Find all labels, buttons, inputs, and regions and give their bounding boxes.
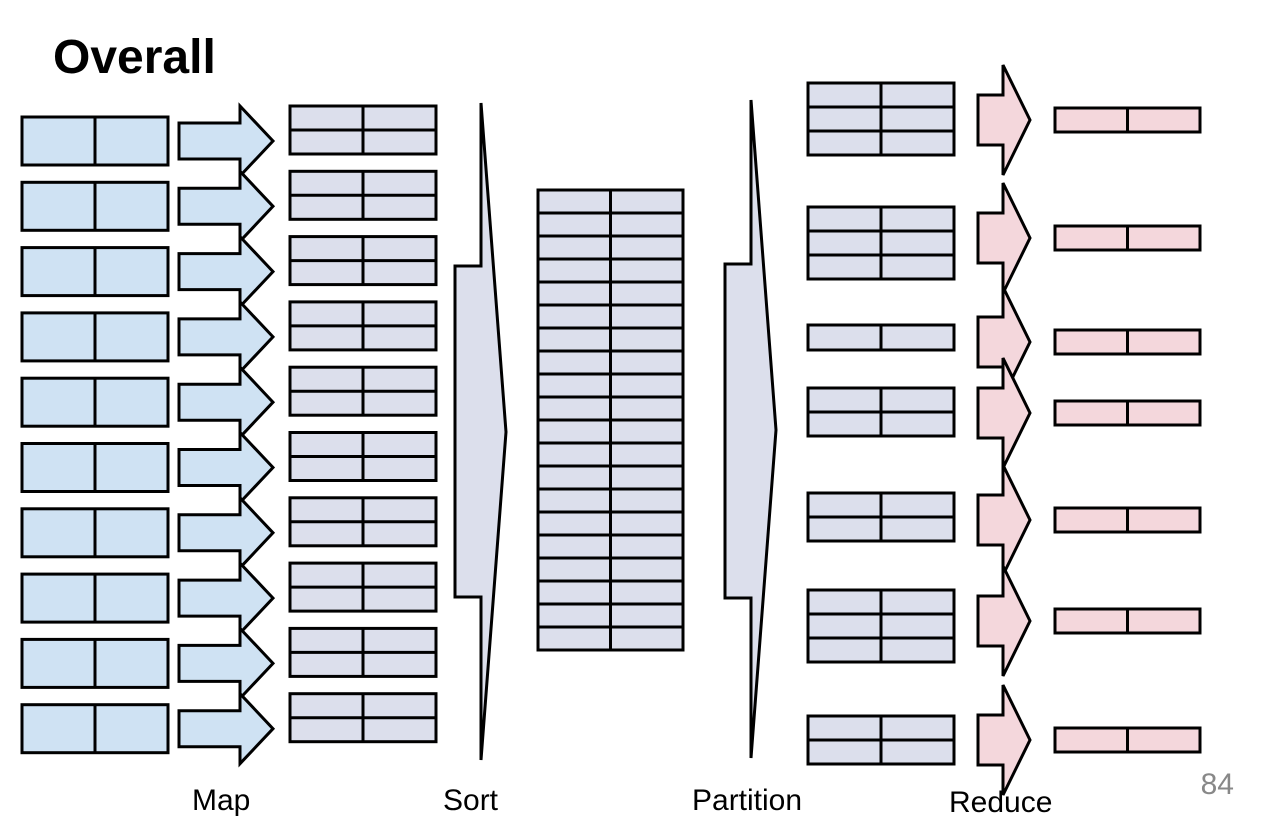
partition-chevron [723,99,778,759]
map-arrow [177,298,276,376]
map-arrow [177,624,276,703]
map-arrow [177,167,276,246]
map-arrow [177,494,276,572]
map-arrow [177,363,276,441]
reduce-arrow [976,565,1032,677]
reduce-arrow [976,182,1032,294]
reduce-arrow [976,684,1032,796]
sort-label: Sort [443,784,499,817]
reduce-arrow [976,357,1032,469]
reduce-arrow [976,286,1032,398]
map-arrow [177,428,276,507]
map-arrow [177,689,276,768]
page-number: 84 [1200,768,1234,801]
reduce-arrow [976,464,1032,576]
sort-chevron [453,102,508,761]
slide-title: Overall [53,31,216,84]
map-arrow [177,559,276,637]
partition-label: Partition [692,784,803,817]
map-arrow [177,102,276,180]
reduce-label: Reduce [949,786,1053,819]
reduce-arrow [976,64,1032,176]
map-label: Map [192,784,251,817]
map-arrow [177,232,276,311]
